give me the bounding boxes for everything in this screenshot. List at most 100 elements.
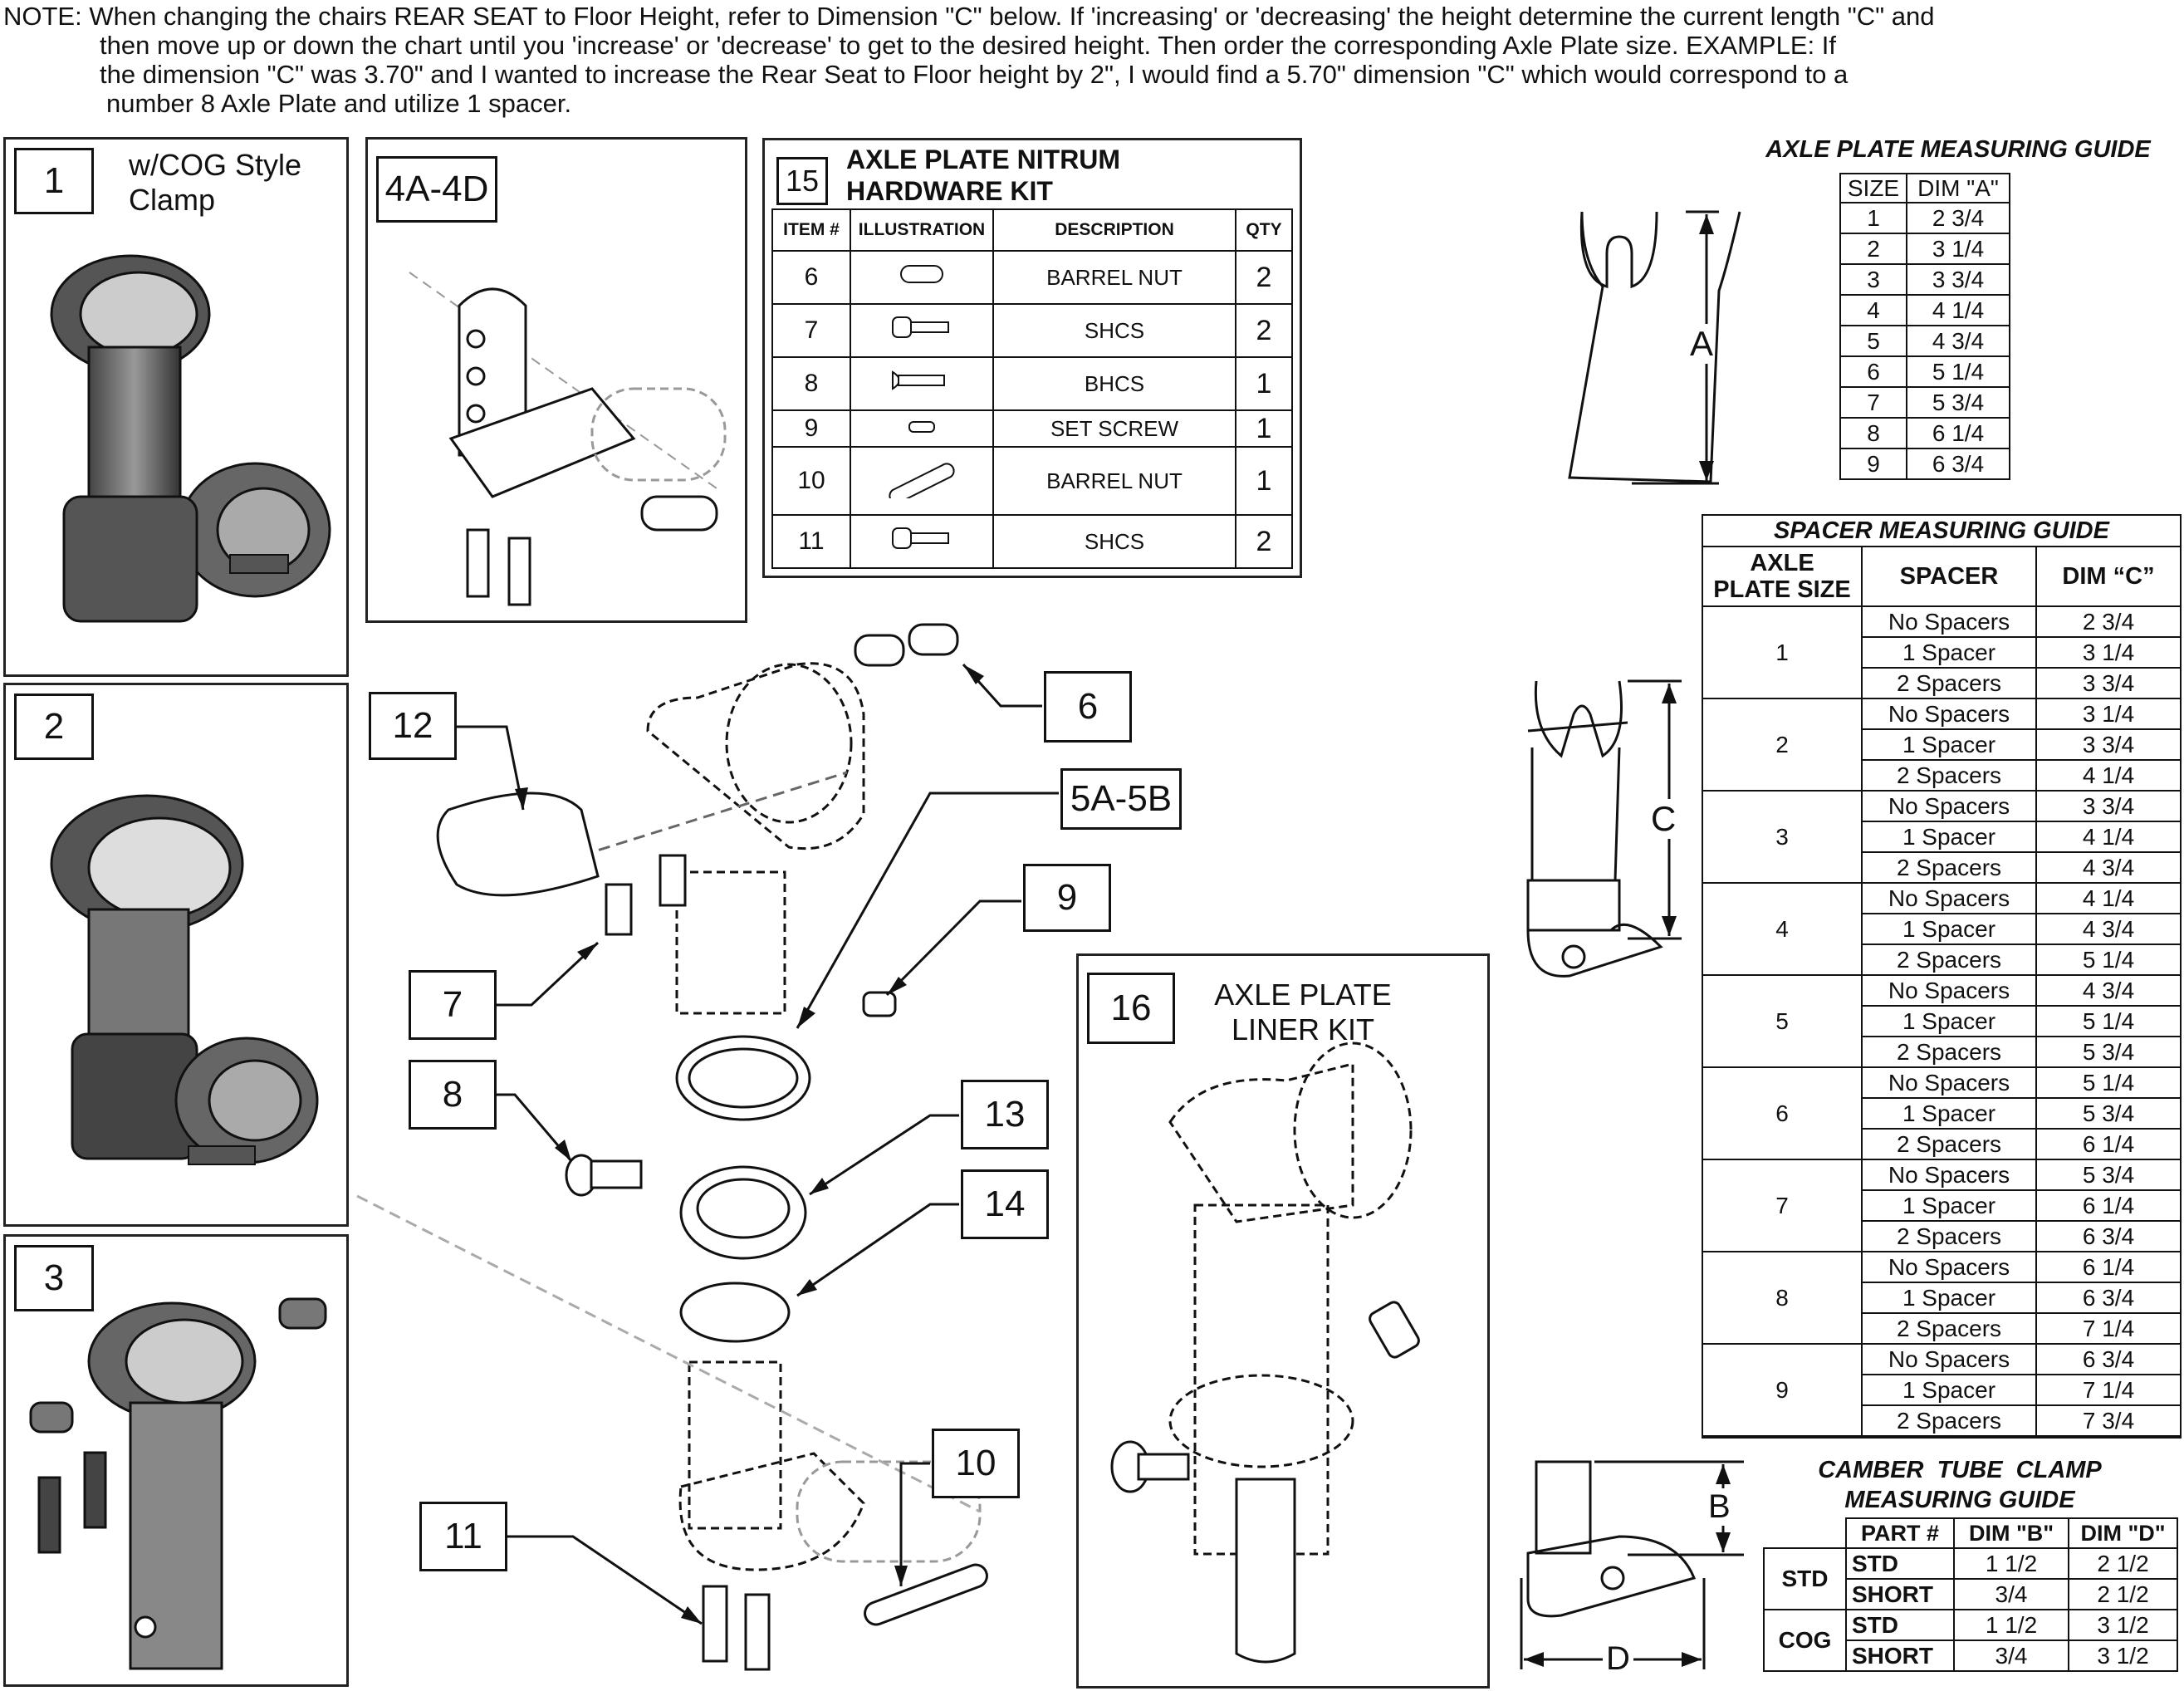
axle-size: 3 xyxy=(1839,263,1907,296)
spacer-dim-c: 3 3/4 xyxy=(2035,667,2182,699)
liner-kit-illustration xyxy=(1110,1042,1420,1664)
callout-12: 12 xyxy=(369,692,457,760)
axle-dim: 3 3/4 xyxy=(1906,263,2010,296)
shcs-screw-icon xyxy=(850,303,994,358)
spacer-count: 2 Spacers xyxy=(1861,1220,2037,1252)
table-row: SHORT 3/4 2 1/2 xyxy=(1764,1578,2178,1610)
dim-b-label: B xyxy=(1708,1488,1731,1526)
note-line-2: then move up or down the chart until you… xyxy=(100,31,1836,60)
camber-group-std: STD xyxy=(1763,1547,1847,1610)
callout-11: 11 xyxy=(419,1502,507,1571)
camber-header-part: PART # xyxy=(1845,1517,1955,1549)
spacer-dim-c: 5 1/4 xyxy=(2035,944,2182,976)
kit-item: 11 xyxy=(771,514,851,569)
spacer-count: 1 Spacer xyxy=(1861,821,2037,853)
axle-dim: 6 3/4 xyxy=(1906,448,2010,480)
spacer-plate-size: 3 xyxy=(1702,790,1863,884)
shcs-screw-icon xyxy=(850,514,994,569)
spacer-plate-size: 5 xyxy=(1702,974,1863,1068)
panel-16-title: AXLE PLATE LINER KIT xyxy=(1214,978,1392,1046)
dim-c-label: C xyxy=(1651,799,1677,839)
panel-15-number: 15 xyxy=(776,157,828,205)
table-row: 8 BHCS 1 xyxy=(771,356,1293,411)
spacer-dim-c: 4 3/4 xyxy=(2035,974,2182,1007)
spacer-count: 2 Spacers xyxy=(1861,1404,2037,1437)
spacer-header-spacer: SPACER xyxy=(1861,546,2037,607)
dim-d-label: D xyxy=(1603,1640,1633,1678)
spacer-count: No Spacers xyxy=(1861,974,2037,1007)
barrel-nut-icon xyxy=(850,250,994,305)
camber-header-dim-d: DIM "D" xyxy=(2068,1517,2178,1549)
panel-16-number: 16 xyxy=(1087,973,1175,1044)
axle-dim: 4 3/4 xyxy=(1906,325,2010,357)
camber-part: SHORT xyxy=(1845,1640,1955,1672)
spacer-guide: SPACER MEASURING GUIDE AXLE PLATE SIZE S… xyxy=(1702,514,2182,1439)
spacer-count: No Spacers xyxy=(1861,605,2037,638)
camber-part: SHORT xyxy=(1845,1578,1955,1610)
kit-item: 7 xyxy=(771,303,851,358)
clamp-parts-illustration xyxy=(29,1297,327,1670)
spacer-dim-c: 5 1/4 xyxy=(2035,1005,2182,1037)
callout-13: 13 xyxy=(961,1080,1049,1149)
spacer-dim-c: 3 1/4 xyxy=(2035,698,2182,730)
spacer-guide-title: SPACER MEASURING GUIDE xyxy=(1703,516,2180,547)
camber-dim-d: 3 1/2 xyxy=(2068,1609,2178,1641)
kit-desc: SET SCREW xyxy=(992,409,1236,448)
spacer-count: 1 Spacer xyxy=(1861,728,2037,761)
axle-size: 4 xyxy=(1839,294,1907,326)
axle-size: 1 xyxy=(1839,202,1907,234)
spacer-count: No Spacers xyxy=(1861,1066,2037,1099)
spacer-dim-c: 3 1/4 xyxy=(2035,636,2182,669)
hardware-kit-table: ITEM # ILLUSTRATION DESCRIPTION QTY 6 BA… xyxy=(771,208,1293,569)
table-row: 7 SHCS 2 xyxy=(771,303,1293,358)
spacer-count: No Spacers xyxy=(1861,882,2037,914)
callout-7: 7 xyxy=(409,970,497,1040)
spacer-plate-size: 1 xyxy=(1702,605,1863,699)
set-screw-icon xyxy=(850,409,994,448)
panel-3-number: 3 xyxy=(14,1245,94,1311)
spacer-plate-size: 8 xyxy=(1702,1251,1863,1345)
table-row: SHORT 3/4 3 1/2 xyxy=(1764,1640,2178,1672)
axle-header-size: SIZE xyxy=(1839,173,1907,203)
spacer-count: 1 Spacer xyxy=(1861,1189,2037,1222)
axle-size: 2 xyxy=(1839,233,1907,265)
camber-part: STD xyxy=(1845,1609,1955,1641)
note-line-4: number 8 Axle Plate and utilize 1 spacer… xyxy=(106,89,572,118)
spacer-count: No Spacers xyxy=(1861,1159,2037,1191)
spacer-dim-c: 4 1/4 xyxy=(2035,821,2182,853)
axle-dim: 2 3/4 xyxy=(1906,202,2010,234)
camber-header-dim-b: DIM "B" xyxy=(1953,1517,2069,1549)
camber-dim-d: 3 1/2 xyxy=(2068,1640,2178,1672)
axle-size: 6 xyxy=(1839,355,1907,388)
callout-6: 6 xyxy=(1044,671,1132,743)
spacer-count: 2 Spacers xyxy=(1861,667,2037,699)
kit-desc: BHCS xyxy=(992,356,1236,411)
axle-plate-assembly-illustration xyxy=(409,272,727,606)
spacer-dim-c: 4 1/4 xyxy=(2035,882,2182,914)
spacer-plate-size: 7 xyxy=(1702,1159,1863,1252)
dim-a-label: A xyxy=(1690,324,1714,364)
spacer-dim-c: 4 3/4 xyxy=(2035,851,2182,884)
camber-guide-table: PART # DIM "B" DIM "D" STD STD 1 1/2 2 1… xyxy=(1763,1517,2178,1672)
table-row: COG STD 1 1/2 3 1/2 xyxy=(1763,1609,2178,1672)
spacer-header-dim-c: DIM “C” xyxy=(2035,546,2182,607)
spacer-count: 2 Spacers xyxy=(1861,944,2037,976)
kit-desc: SHCS xyxy=(992,514,1236,569)
axle-size: 7 xyxy=(1839,386,1907,419)
spacer-dim-c: 7 1/4 xyxy=(2035,1374,2182,1406)
camber-dim-d: 2 1/2 xyxy=(2068,1547,2178,1580)
kit-item: 8 xyxy=(771,356,851,411)
